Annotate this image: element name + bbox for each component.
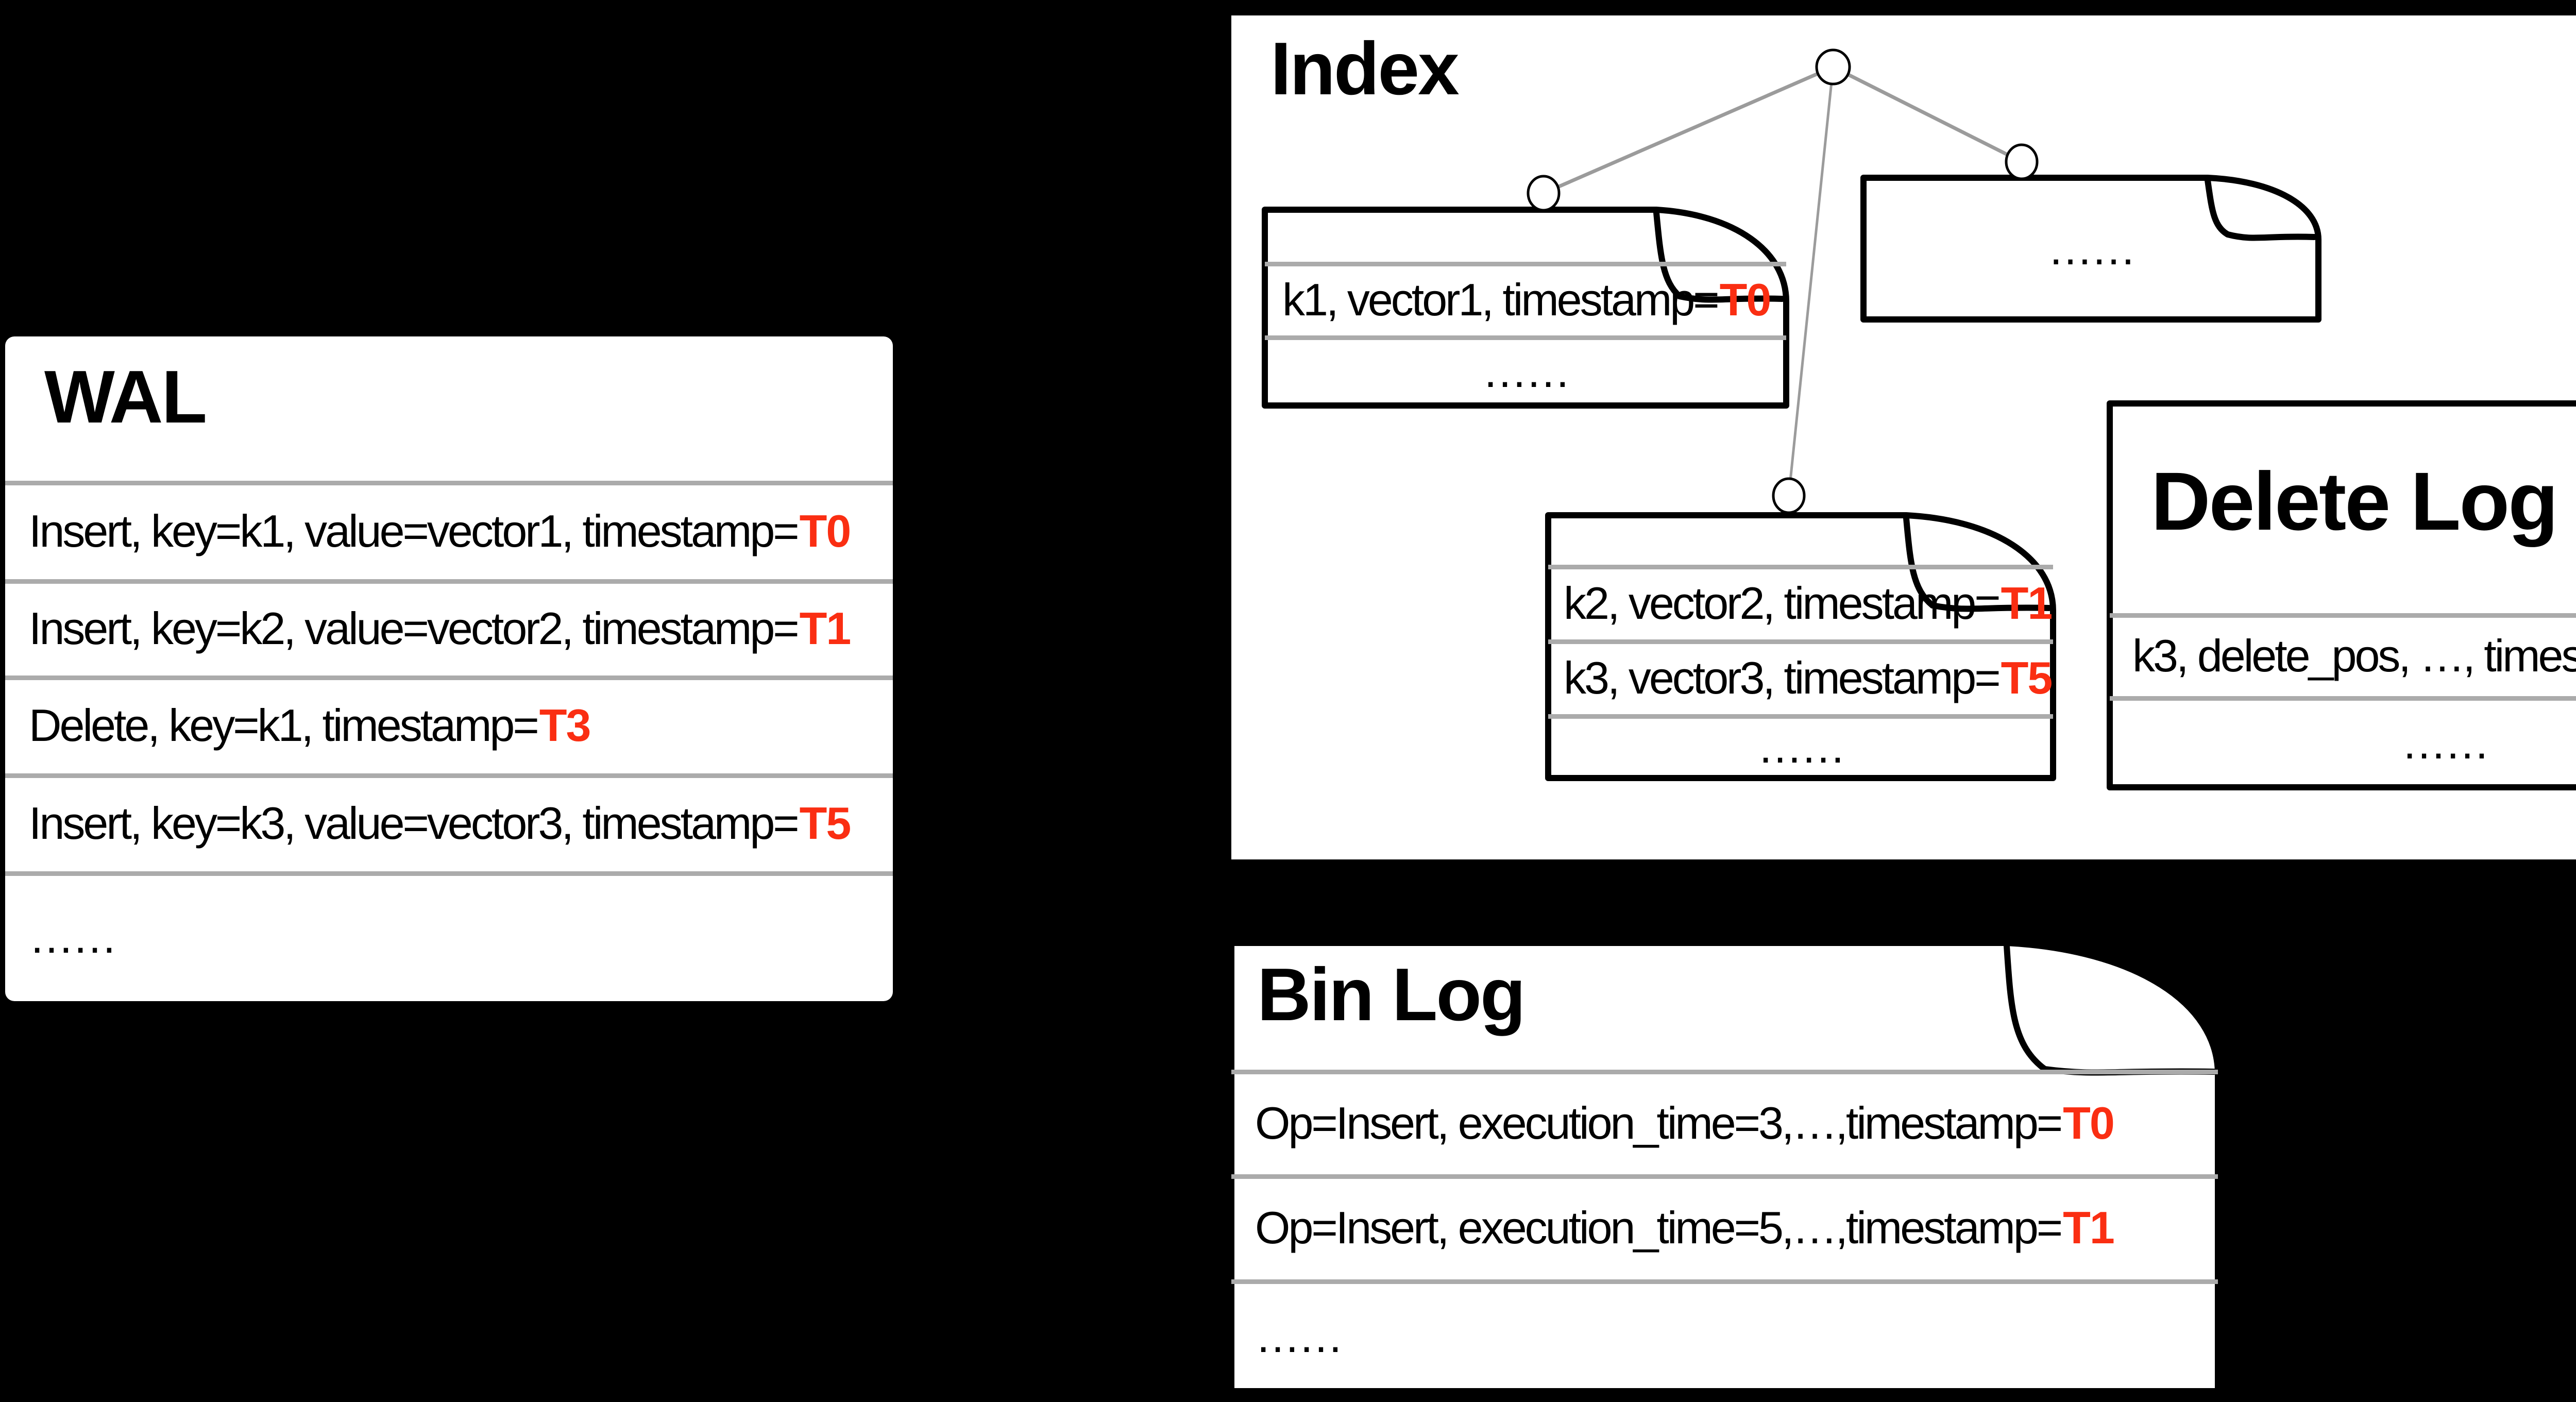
separator-line (2110, 613, 2576, 618)
bin-log-row-ellipsis: …… (1255, 1281, 2215, 1391)
separator-line (1231, 1070, 2218, 1074)
separator-line (1231, 1279, 2218, 1284)
separator-line (1265, 262, 1786, 266)
separator-line (5, 481, 893, 485)
delete-log-row: k3, delete_pos, …, timestamp=T3 (2132, 615, 2576, 696)
row-timestamp: T0 (799, 505, 852, 556)
row-text: …… (1757, 721, 1846, 772)
row-timestamp: T3 (539, 700, 591, 751)
wal-row: Insert, key=k2, value=vector2, timestamp… (29, 581, 888, 675)
page-outline (2107, 400, 2576, 790)
row-timestamp: T5 (2001, 652, 2053, 703)
index-segment-doc-k1: k1, vector1, timestamp=T0 …… (1262, 207, 1789, 409)
row-timestamp: T1 (799, 602, 852, 654)
page-outline (1860, 175, 2321, 323)
index-segment-doc-more: …… (1860, 175, 2321, 323)
index-title: Index (1270, 27, 1460, 110)
row-text: …… (1482, 346, 1571, 397)
segment-row-ellipsis: …… (1265, 337, 1786, 406)
page-outline (1545, 512, 2056, 781)
row-text: Insert, key=k3, value=vector3, timestamp… (29, 798, 800, 849)
separator-line (5, 675, 893, 680)
row-timestamp: T0 (2063, 1097, 2115, 1148)
bin-log-box: Bin Log Op=Insert, execution_time=3,…,ti… (1228, 940, 2221, 1394)
row-text: …… (2401, 717, 2490, 768)
wal-title: WAL (44, 355, 207, 438)
wal-row: Delete, key=k1, timestamp=T3 (29, 678, 888, 773)
separator-line (5, 871, 893, 876)
segment-row: k3, vector3, timestamp=T5 (1564, 641, 2053, 714)
index-segment-doc-k2-k3: k2, vector2, timestamp=T1 k3, vector3, t… (1545, 512, 2056, 781)
delete-log-box: Delete Log k3, delete_pos, …, timestamp=… (2107, 400, 2576, 790)
row-text: Insert, key=k1, value=vector1, timestamp… (29, 505, 800, 556)
page-fold-icon (1653, 210, 1785, 303)
segment-row-ellipsis: …… (1548, 716, 2053, 778)
delete-log-title: Delete Log (2151, 455, 2558, 547)
bin-log-row: Op=Insert, execution_time=3,…,timestamp=… (1255, 1072, 2215, 1174)
wal-row: Insert, key=k1, value=vector1, timestamp… (29, 483, 888, 579)
wal-box: WAL Insert, key=k1, value=vector1, times… (5, 336, 893, 1001)
separator-line (1548, 565, 2053, 569)
bin-log-title: Bin Log (1257, 953, 1526, 1036)
row-timestamp: T1 (2001, 577, 2053, 629)
row-text: …… (29, 911, 117, 962)
separator-line (1548, 639, 2053, 644)
row-text: Insert, key=k2, value=vector2, timestamp… (29, 602, 800, 654)
page-fold-icon (1903, 515, 2052, 612)
segment-row: k2, vector2, timestamp=T1 (1564, 567, 2053, 639)
row-text: Op=Insert, execution_time=3,…,timestamp= (1255, 1097, 2063, 1148)
segment-row-ellipsis: …… (1863, 178, 2318, 319)
segment-row: k1, vector1, timestamp=T0 (1282, 264, 1783, 335)
page-outline (1262, 207, 1789, 409)
page-fold-icon (2205, 177, 2317, 241)
row-text: …… (2047, 223, 2137, 274)
row-timestamp: T5 (799, 798, 852, 849)
row-text: k3, vector3, timestamp= (1564, 652, 2001, 703)
delete-log-row-ellipsis: …… (2110, 698, 2576, 787)
separator-line (1231, 1174, 2218, 1179)
row-timestamp: T1 (2063, 1202, 2115, 1253)
separator-line (5, 773, 893, 778)
row-text: k3, delete_pos, …, timestamp= (2132, 630, 2576, 681)
separator-line (2110, 696, 2576, 701)
row-timestamp: T0 (1719, 274, 1772, 325)
row-text: Op=Insert, execution_time=5,…,timestamp= (1255, 1202, 2063, 1253)
wal-row: Insert, key=k3, value=vector3, timestamp… (29, 775, 888, 871)
row-text: Delete, key=k1, timestamp= (29, 700, 539, 751)
row-text: …… (1255, 1310, 1344, 1362)
wal-row-ellipsis: …… (29, 873, 888, 1001)
bin-log-row: Op=Insert, execution_time=5,…,timestamp=… (1255, 1176, 2215, 1279)
separator-line (1265, 335, 1786, 340)
separator-line (1548, 714, 2053, 719)
separator-line (5, 579, 893, 584)
row-text: k1, vector1, timestamp= (1282, 274, 1720, 325)
row-text: k2, vector2, timestamp= (1564, 577, 2001, 629)
page-outline (1228, 940, 2221, 1394)
